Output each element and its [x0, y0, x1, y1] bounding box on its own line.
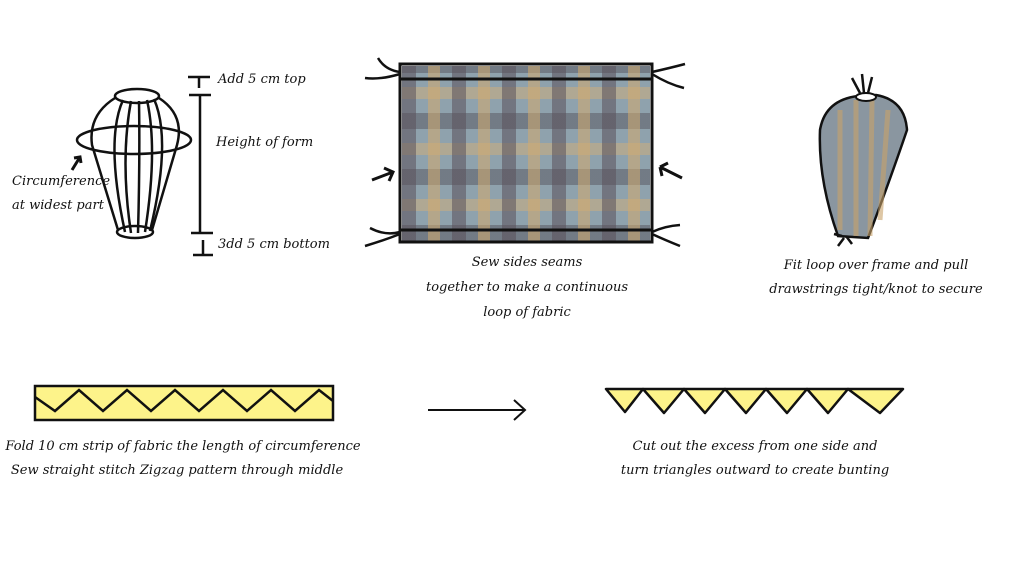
step4-caption: Sew straight stitch Zigzag pattern throu… — [10, 463, 344, 478]
bottom-allowance-label: 3dd 5 cm bottom — [218, 237, 330, 252]
seam-arrow-icon — [371, 161, 683, 182]
fabric-outline — [398, 62, 654, 244]
step2-caption: Sew sides seams — [471, 255, 583, 270]
bunting-icon — [604, 387, 905, 415]
circumference-label: Circumference — [12, 174, 111, 189]
step3-caption: Fit loop over frame and pull — [783, 258, 969, 273]
covered-frame-icon — [818, 73, 909, 247]
circumference-arrow-icon — [70, 155, 83, 171]
plaid-fabric-photo — [402, 66, 650, 241]
step5-caption: turn triangles outward to create bunting — [620, 463, 890, 478]
step5-caption: Cut out the excess from one side and — [632, 439, 878, 454]
process-arrow-icon — [428, 399, 527, 421]
step2-caption: together to make a continuous — [425, 280, 629, 295]
height-label: Height of form — [216, 135, 314, 150]
top-allowance-label: Add 5 cm top — [218, 72, 306, 87]
lamp-frame-icon — [75, 87, 193, 240]
step2-caption: loop of fabric — [483, 305, 571, 320]
height-dimension-icon — [188, 75, 213, 257]
drawstring-icon — [364, 57, 686, 248]
step3-caption: drawstrings tight/knot to secure — [769, 282, 983, 297]
step4-caption: Fold 10 cm strip of fabric the length of… — [5, 439, 361, 454]
folded-strip-icon — [33, 384, 335, 422]
circumference-label-line2: at widest part — [12, 198, 104, 213]
